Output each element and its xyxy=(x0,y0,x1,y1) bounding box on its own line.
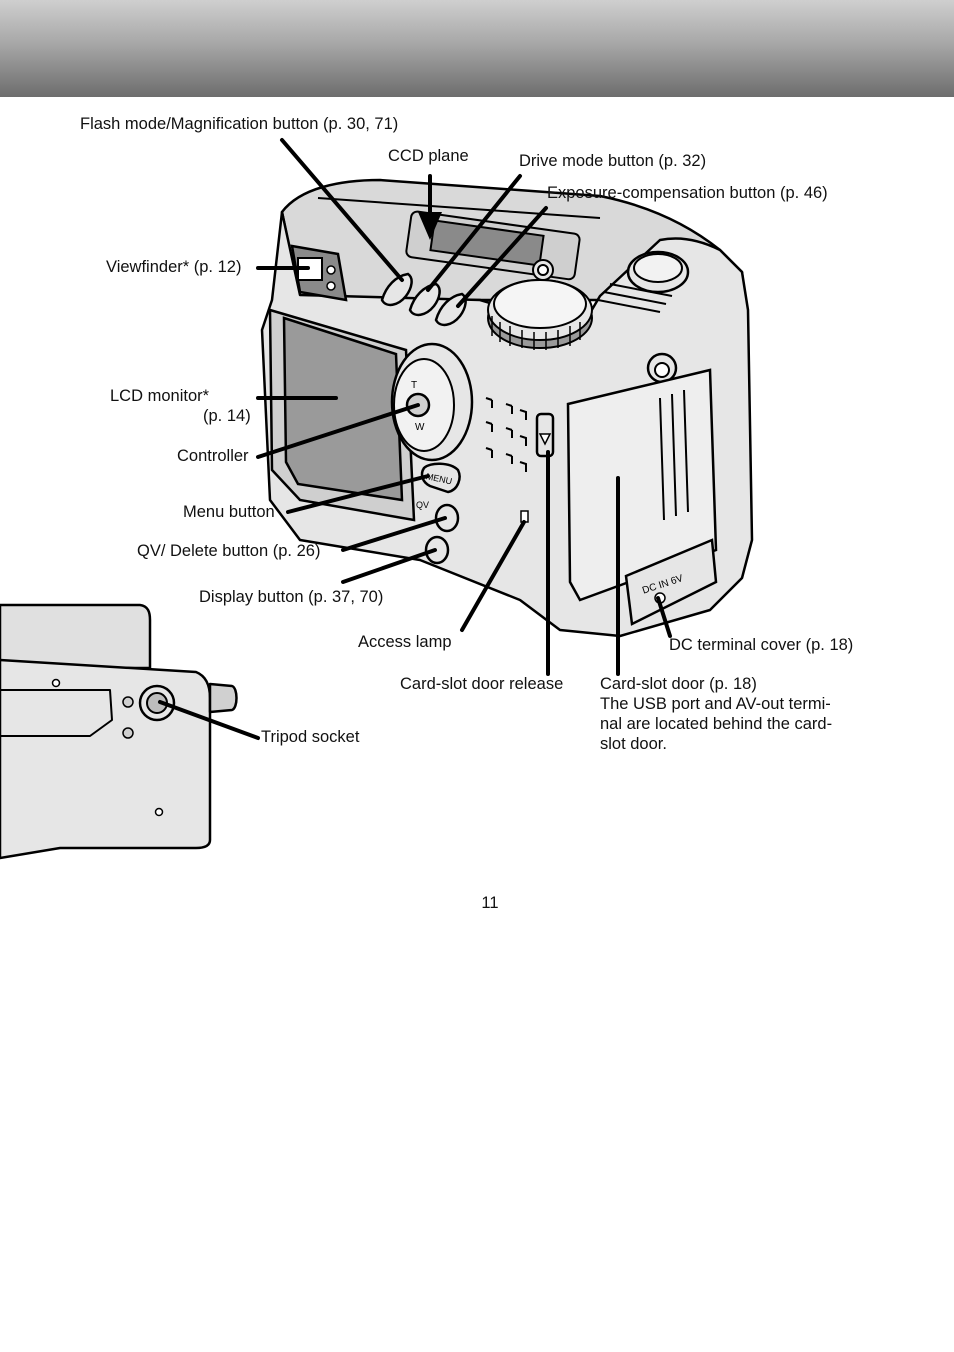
label-menu-button: Menu button xyxy=(183,503,275,521)
viewfinder xyxy=(290,244,348,302)
leader-qv xyxy=(341,516,447,552)
label-card-slot-note-2: nal are located behind the card- xyxy=(600,715,833,733)
speaker-grille xyxy=(485,397,527,472)
label-tripod-socket: Tripod socket xyxy=(261,728,360,746)
label-drive-mode: Drive mode button (p. 32) xyxy=(519,152,707,170)
label-access-lamp: Access lamp xyxy=(358,633,452,651)
label-viewfinder: Viewfinder* (p. 12) xyxy=(106,258,242,276)
label-flash-mode: Flash mode/Magnification button (p. 30, … xyxy=(80,115,399,133)
label-ccd-plane: CCD plane xyxy=(388,147,469,165)
label-dc-terminal: DC terminal cover (p. 18) xyxy=(669,636,854,654)
label-exposure-comp: Exposure-compensation button (p. 46) xyxy=(547,184,828,202)
leader-exposure xyxy=(456,206,548,308)
label-lcd-monitor-page: (p. 14) xyxy=(203,407,251,425)
card-slot-release xyxy=(535,412,555,458)
card-slot-door xyxy=(566,368,718,602)
controller xyxy=(390,342,474,462)
wide-marking: W xyxy=(415,422,425,433)
label-qv-delete: QV/ Delete button (p. 26) xyxy=(137,542,321,560)
tele-marking: T xyxy=(411,380,417,391)
ccd-arrow-head xyxy=(418,212,442,240)
header-band xyxy=(0,0,954,97)
top-buttons xyxy=(380,272,467,327)
leader-display xyxy=(341,548,437,584)
label-display-button: Display button (p. 37, 70) xyxy=(199,588,384,606)
label-card-slot-note-1: The USB port and AV-out termi- xyxy=(600,695,831,713)
leader-lines xyxy=(158,138,672,740)
top-plate xyxy=(317,197,690,384)
page-number: 11 xyxy=(481,894,499,912)
mode-dial xyxy=(487,279,593,350)
label-card-slot-release: Card-slot door release xyxy=(400,675,564,693)
leader-controller xyxy=(256,403,420,459)
qv-marking: QV xyxy=(416,500,429,510)
leader-tripod xyxy=(158,700,260,740)
leader-flash xyxy=(280,138,404,282)
lcd-monitor xyxy=(268,308,416,522)
label-card-slot-note-3: slot door. xyxy=(600,735,667,753)
label-lcd-monitor: LCD monitor* xyxy=(110,387,210,405)
leader-access-lamp xyxy=(460,520,526,632)
label-card-slot-door: Card-slot door (p. 18) xyxy=(600,675,757,693)
label-controller: Controller xyxy=(177,447,249,465)
leader-dc xyxy=(656,596,672,638)
leader-drive xyxy=(426,174,522,292)
leader-menu xyxy=(286,474,430,514)
camera-bottom-view xyxy=(0,603,238,860)
